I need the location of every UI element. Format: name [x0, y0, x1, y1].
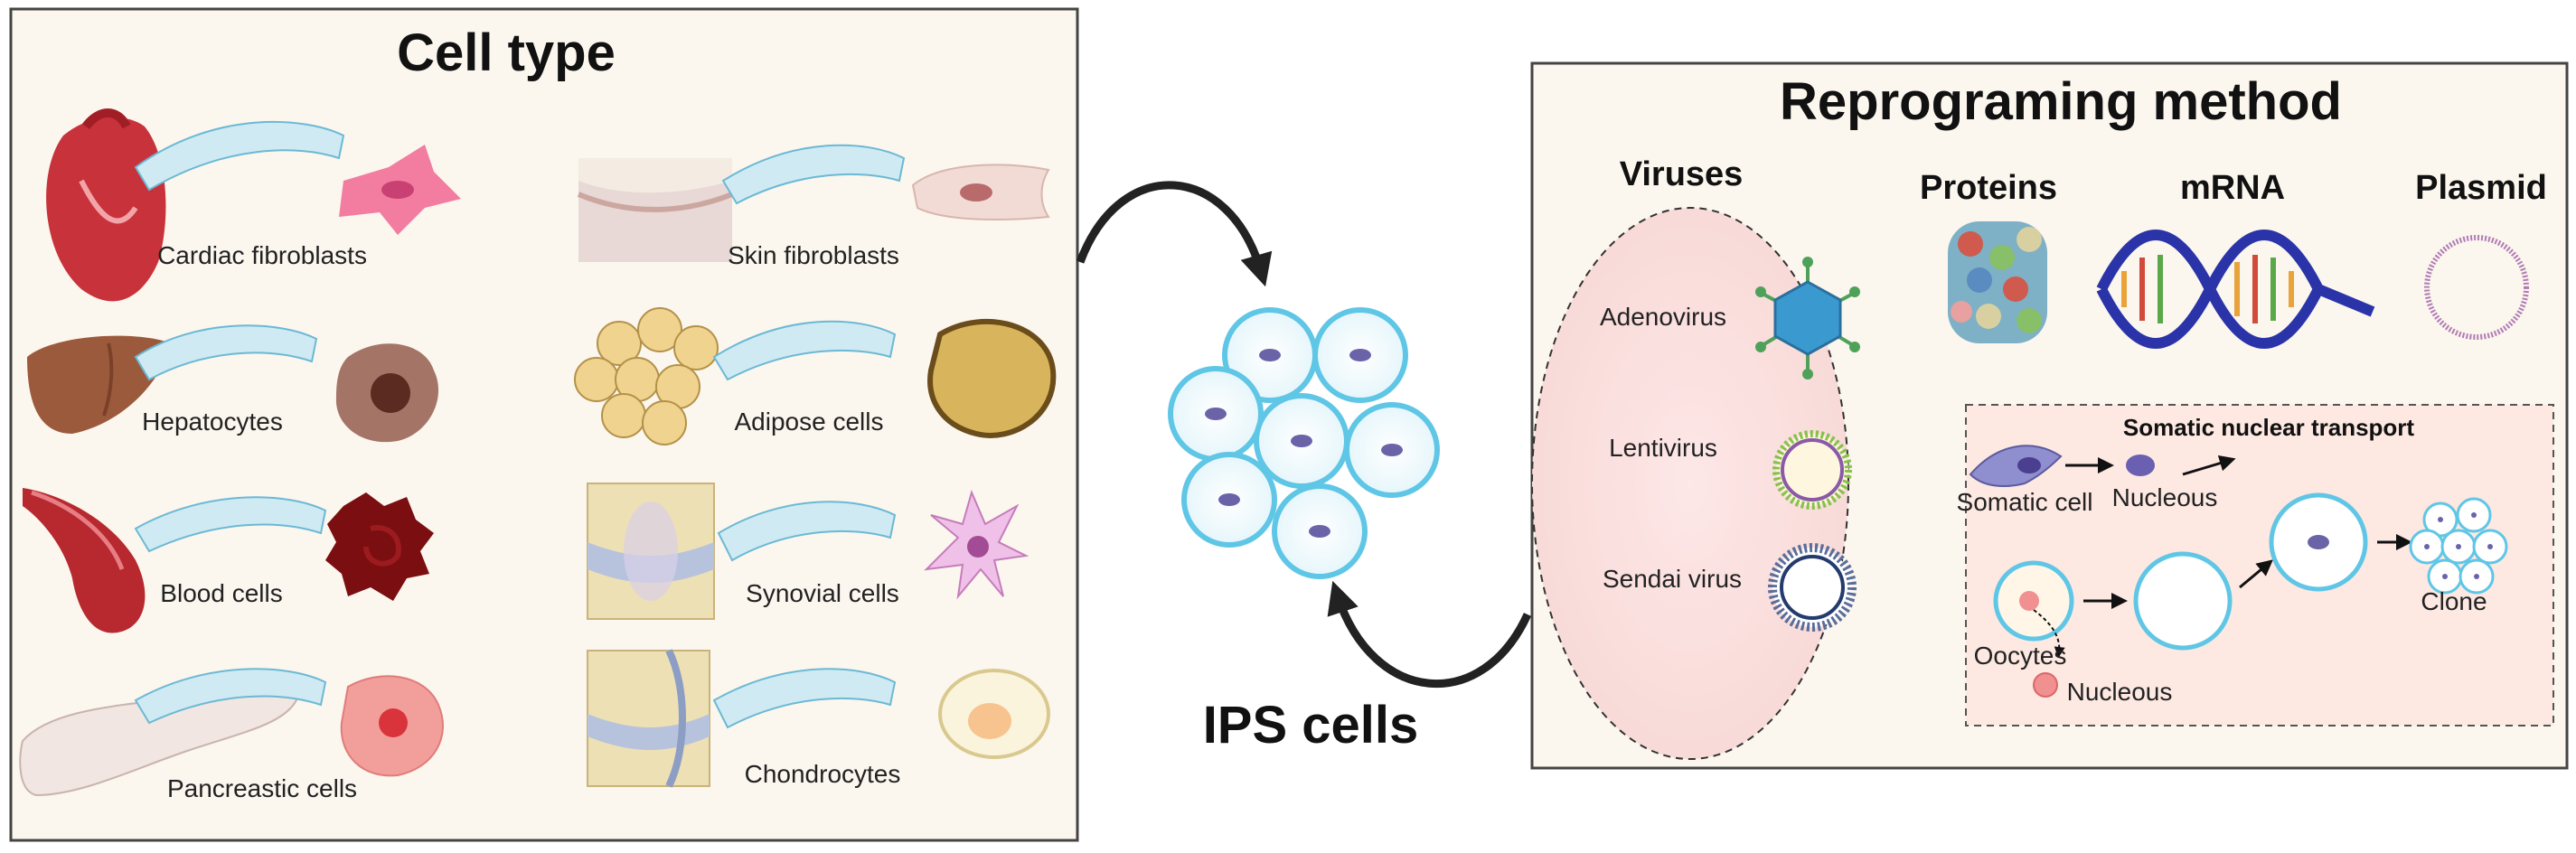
sendai-virus-icon — [1768, 543, 1857, 632]
enucleated-oocyte-icon — [2133, 551, 2233, 651]
synovial-cell — [924, 490, 1029, 600]
ips-cell — [1344, 402, 1440, 498]
cell-label: Synovial cells — [746, 579, 899, 607]
category-plasmid: Plasmid — [2415, 169, 2547, 207]
nuclear-transport-title: Somatic nuclear transport — [2123, 414, 2415, 441]
cell-label: Chondrocytes — [745, 760, 901, 788]
ips-cell — [1272, 483, 1368, 579]
arrow-to-ips-from-reprogramming — [1327, 580, 1532, 689]
somatic-cell-icon — [1969, 445, 2063, 487]
somatic-nucleus-icon — [2126, 455, 2155, 476]
skin-fibroblast-cell — [911, 164, 1050, 220]
oocyte-removed-nucleus-icon — [2033, 672, 2058, 698]
step-arrow — [2239, 559, 2273, 589]
virus-label: Sendai virus — [1603, 565, 1742, 593]
lentivirus-icon — [1772, 430, 1852, 510]
virus-label: Adenovirus — [1600, 303, 1726, 331]
cardiac-fibroblast-cell — [339, 145, 461, 235]
clone-label: Clone — [2421, 587, 2487, 615]
plasmid-icon — [2424, 235, 2529, 340]
tube-arrow — [134, 668, 327, 725]
adenovirus-icon — [1755, 257, 1860, 380]
adipose-cell — [927, 319, 1057, 438]
category-proteins: Proteins — [1920, 169, 2057, 207]
tube-arrow — [134, 324, 318, 381]
category-viruses: Viruses — [1620, 155, 1744, 193]
reconstructed-nucleus-icon — [2308, 535, 2329, 549]
virus-label: Lentivirus — [1609, 434, 1717, 462]
tube-arrow — [717, 501, 897, 562]
cell-label: Skin fibroblasts — [728, 241, 899, 269]
ips-cells-label: IPS cells — [1203, 696, 1419, 755]
tube-arrow — [721, 144, 906, 205]
cell-label: Adipose cells — [735, 408, 884, 436]
clone-cluster-icon — [2409, 497, 2508, 595]
synovial-joint-illustration — [587, 483, 715, 620]
hepatocyte-cell — [335, 343, 439, 443]
liver-illustration — [27, 335, 172, 434]
nucleous-label: Nucleous — [2112, 483, 2218, 511]
mrna-icon — [2096, 230, 2375, 349]
tube-arrow — [712, 320, 897, 381]
cell-label: Pancreastic cells — [167, 774, 357, 802]
transfer-arrow — [2182, 455, 2236, 476]
cell-label: Cardiac fibroblasts — [157, 241, 367, 269]
cell-type-title: Cell type — [397, 23, 616, 82]
somatic-cell-label: Somatic cell — [1957, 488, 2093, 516]
pancreatic-cell — [340, 675, 444, 777]
blood-cell — [325, 492, 434, 601]
cell-label: Blood cells — [160, 579, 282, 607]
ips-cell — [1312, 307, 1408, 403]
heart-illustration — [46, 108, 166, 302]
reprogramming-panel: Reprograming method Viruses Proteins mRN… — [1530, 61, 2569, 770]
tube-arrow — [712, 668, 897, 729]
cell-label: Hepatocytes — [142, 408, 283, 436]
ips-cell — [1254, 393, 1349, 489]
ips-cell — [1181, 452, 1277, 548]
tube-arrow — [134, 120, 345, 192]
chondrocyte-cell — [938, 669, 1050, 759]
oocytes-label: Oocytes — [1974, 642, 2067, 670]
nucleous-label-bottom: Nucleous — [2067, 678, 2173, 706]
cartilage-illustration — [587, 649, 710, 788]
category-mrna: mRNA — [2180, 169, 2285, 207]
skin-illustration — [577, 158, 734, 262]
arrow-to-ips-from-cell-type — [1076, 181, 1273, 287]
cell-type-panel: Cell type Cardiac fibroblasts Hepatocyte… — [9, 7, 1079, 842]
blood-vessel-illustration — [23, 488, 146, 633]
protein-icon — [1948, 221, 2047, 343]
ips-cell — [1168, 366, 1264, 462]
adipose-illustration — [574, 307, 719, 445]
extract-arrow — [2033, 609, 2065, 658]
tube-arrow — [134, 496, 327, 553]
oocyte-nucleus-icon — [2019, 591, 2039, 611]
reprogramming-title: Reprograming method — [1780, 72, 2342, 131]
ips-cells-cluster — [1168, 307, 1440, 579]
